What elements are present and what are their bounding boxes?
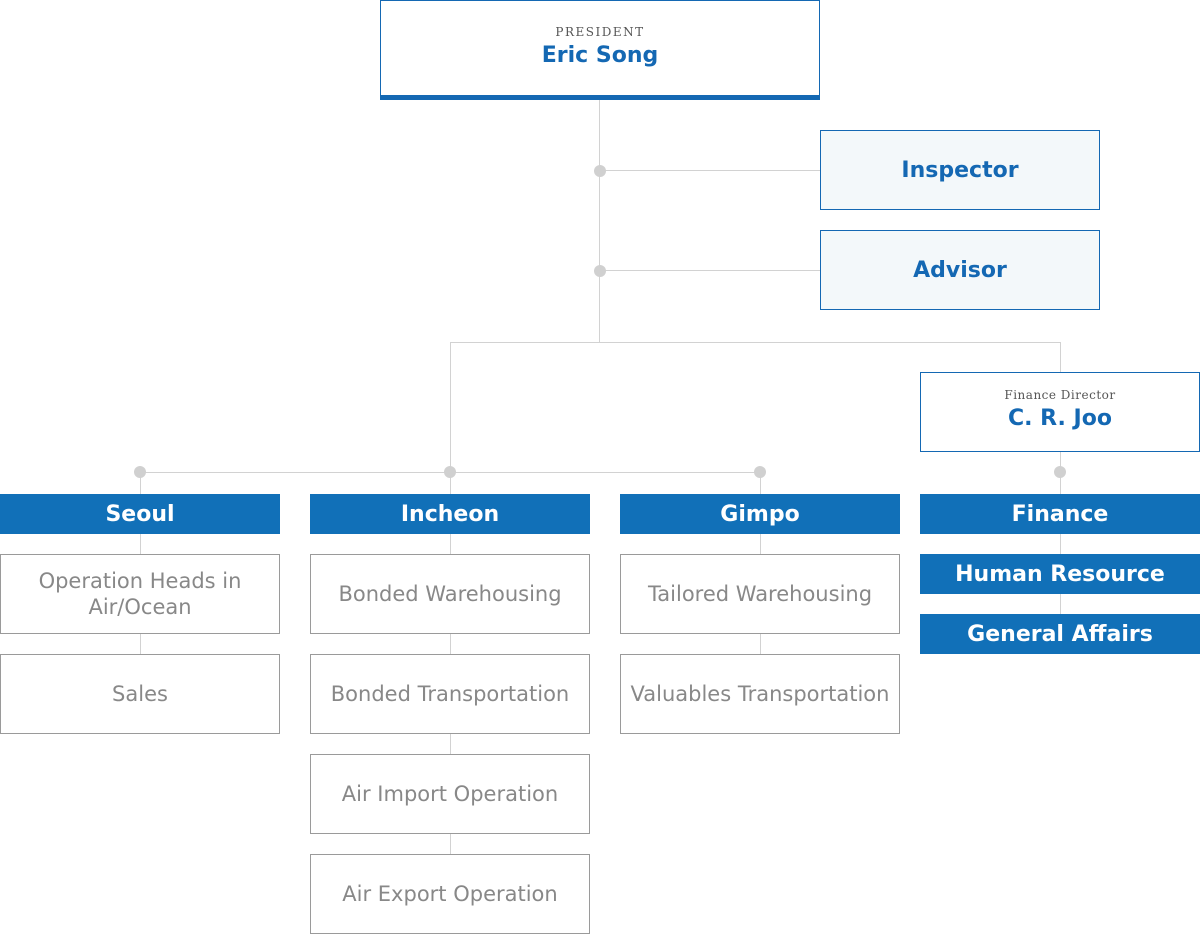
incheon-drop-line bbox=[450, 472, 451, 494]
finance-node-dot bbox=[1054, 466, 1066, 478]
advisor-box: Advisor bbox=[820, 230, 1100, 310]
president-role: PRESIDENT bbox=[555, 25, 645, 39]
incheon-node-dot bbox=[444, 466, 456, 478]
gimpo-drop-line bbox=[760, 472, 761, 494]
finance-header: Finance bbox=[920, 494, 1200, 534]
gimpo-unit-valuables-transportation: Valuables Transportation bbox=[620, 654, 900, 734]
seoul-node-dot bbox=[134, 466, 146, 478]
seoul-unit-sales: Sales bbox=[0, 654, 280, 734]
seoul-header: Seoul bbox=[0, 494, 280, 534]
gimpo-node-dot bbox=[754, 466, 766, 478]
president-box: PRESIDENT Eric Song bbox=[380, 0, 820, 100]
gimpo-header: Gimpo bbox=[620, 494, 900, 534]
director-name: C. R. Joo bbox=[1008, 406, 1112, 431]
incheon-unit-air-export: Air Export Operation bbox=[310, 854, 590, 934]
director-role: Finance Director bbox=[1004, 388, 1116, 402]
inspector-connector bbox=[599, 170, 820, 171]
division-bus-line bbox=[450, 342, 1061, 343]
finance-sub-human-resource: Human Resource bbox=[920, 554, 1200, 594]
president-name: Eric Song bbox=[541, 43, 659, 68]
inspector-node-dot bbox=[594, 165, 606, 177]
director-drop-line bbox=[1060, 342, 1061, 372]
finance-sub-general-affairs: General Affairs bbox=[920, 614, 1200, 654]
incheon-header: Incheon bbox=[310, 494, 590, 534]
inspector-box: Inspector bbox=[820, 130, 1100, 210]
trunk-line bbox=[599, 100, 600, 342]
seoul-unit-operation-heads: Operation Heads in Air/Ocean bbox=[0, 554, 280, 634]
gimpo-unit-tailored-warehousing: Tailored Warehousing bbox=[620, 554, 900, 634]
incheon-unit-bonded-warehousing: Bonded Warehousing bbox=[310, 554, 590, 634]
incheon-unit-bonded-transportation: Bonded Transportation bbox=[310, 654, 590, 734]
advisor-node-dot bbox=[594, 265, 606, 277]
incheon-unit-air-import: Air Import Operation bbox=[310, 754, 590, 834]
operations-drop-line bbox=[450, 342, 451, 472]
seoul-drop-line bbox=[140, 472, 141, 494]
finance-director-box: Finance Director C. R. Joo bbox=[920, 372, 1200, 452]
advisor-connector bbox=[599, 270, 820, 271]
